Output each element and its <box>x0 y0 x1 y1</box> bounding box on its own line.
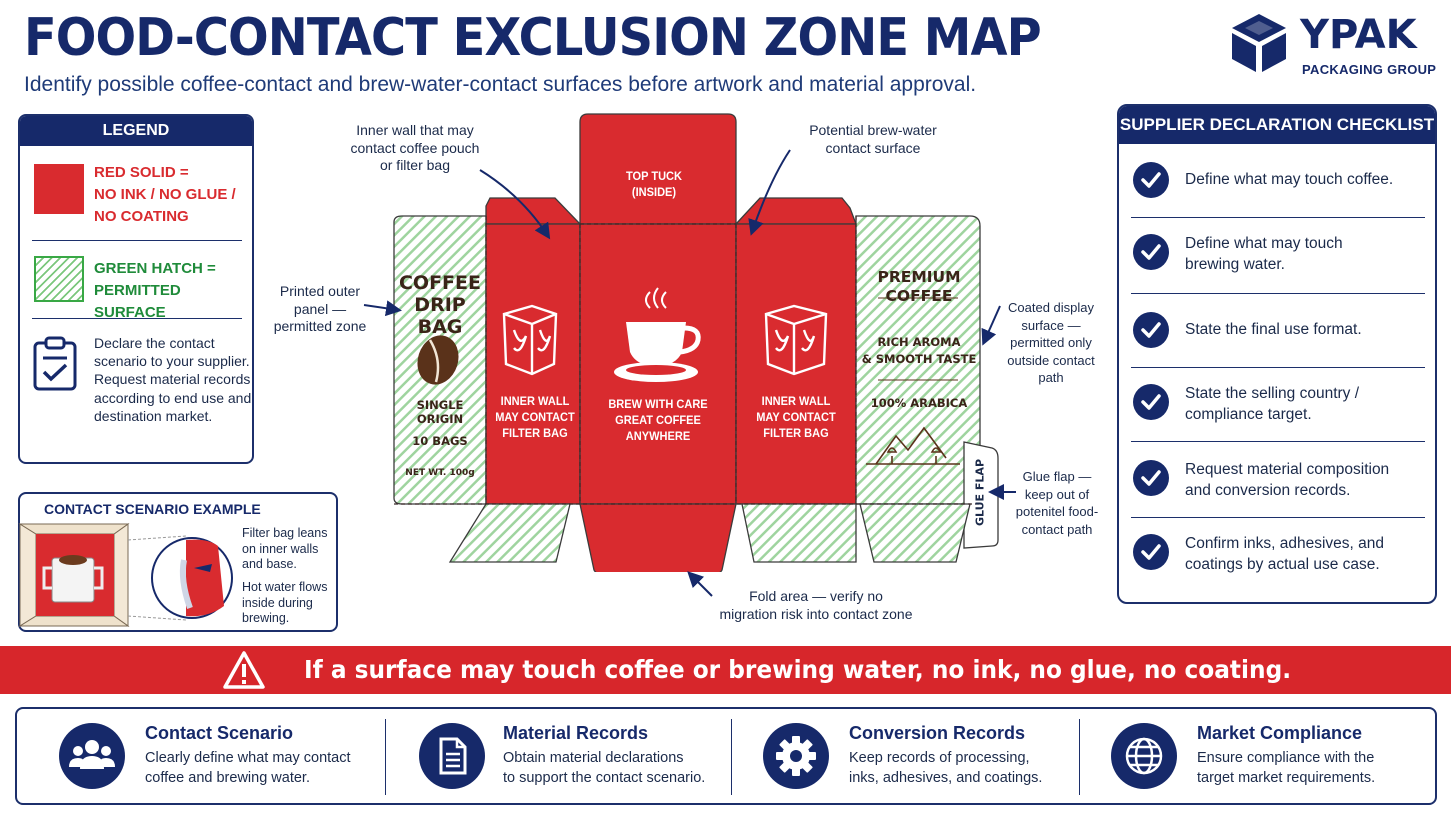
bottom-flap-3 <box>859 503 971 563</box>
coffee-cup-icon <box>614 287 701 382</box>
document-icon <box>419 723 485 789</box>
left-panel-bags: 10 BAGS <box>412 434 468 448</box>
legend-divider <box>32 318 242 319</box>
check-circle-icon <box>1133 534 1169 570</box>
drip-bag-icon-right <box>764 304 828 376</box>
dust-flap-right <box>734 197 857 225</box>
checklist-divider <box>1131 293 1425 294</box>
drip-bag-scenario-illustration <box>18 523 233 627</box>
footer-panel: Contact Scenario Clearly define what may… <box>15 707 1437 805</box>
right-outer-panel <box>855 215 981 505</box>
left-panel-net-weight: NET WT. 100g <box>405 468 475 478</box>
footer-market-title: Market Compliance <box>1197 723 1363 743</box>
page-subtitle: Identify possible coffee-contact and bre… <box>24 73 977 96</box>
footer-material-title: Material Records <box>503 723 649 743</box>
green-hatch-swatch <box>34 256 84 302</box>
check-circle-icon <box>1133 384 1169 420</box>
left-panel-origin: SINGLE ORIGIN <box>416 398 464 426</box>
legend-title: LEGEND <box>20 116 252 146</box>
checklist-divider <box>1131 367 1425 368</box>
mountain-landscape-icon <box>866 426 960 465</box>
check-circle-icon <box>1133 312 1169 348</box>
checklist-item: State the selling country /compliance ta… <box>1131 366 1425 442</box>
scenario-text-lean: Filter bag leans on inner walls and base… <box>242 526 328 571</box>
footer-conversion-title: Conversion Records <box>849 723 1026 743</box>
inner-wall-right <box>735 223 857 505</box>
footer-conversion-desc: Keep records of processing,inks, adhesiv… <box>849 750 1043 786</box>
coffee-bean-icon <box>417 335 459 385</box>
legend-panel: LEGEND RED SOLID =NO INK / NO GLUE /NO C… <box>18 114 254 464</box>
footer-divider <box>731 719 732 795</box>
scenario-panel: CONTACT SCENARIO EXAMPLE Filter bag lean… <box>18 492 338 632</box>
bottom-flap-2 <box>741 503 857 563</box>
red-solid-swatch <box>34 164 84 214</box>
glue-flap <box>963 441 999 549</box>
legend-note: Declare the contact scenario to your sup… <box>94 335 252 424</box>
carton-dieline <box>393 113 999 572</box>
checklist-divider <box>1131 517 1425 518</box>
legend-divider <box>32 240 242 241</box>
checklist-item: Define what may touch coffee. <box>1131 142 1425 218</box>
checklist-divider <box>1131 441 1425 442</box>
checklist-item-label: State the selling country /compliance ta… <box>1185 385 1360 423</box>
footer-divider <box>1079 719 1080 795</box>
gear-icon <box>763 723 829 789</box>
checklist-title: SUPPLIER DECLARATION CHECKLIST <box>1119 106 1435 144</box>
legend-green-text: GREEN HATCH =PERMITTED SURFACE <box>94 260 216 321</box>
footer-contact-title: Contact Scenario <box>145 723 294 743</box>
page-title: FOOD-CONTACT EXCLUSION ZONE MAP <box>24 8 1042 68</box>
drip-bag-icon-left <box>502 304 558 376</box>
checklist-item-label: State the final use format. <box>1185 321 1362 338</box>
right-panel-tagline: RICH AROMA& SMOOTH TASTE <box>861 335 977 366</box>
checklist-divider <box>1131 217 1425 218</box>
dust-flap-left <box>485 197 582 225</box>
clipboard-check-icon <box>33 336 77 391</box>
top-tuck-panel <box>579 113 737 225</box>
brand-name: YPAK <box>1300 12 1417 58</box>
check-circle-icon <box>1133 460 1169 496</box>
legend-red-text: RED SOLID =NO INK / NO GLUE /NO COATING <box>94 164 236 225</box>
bottom-flap-1 <box>448 503 571 563</box>
right-panel-arabica: 100% ARABICA <box>870 396 968 410</box>
bottom-flap-center <box>579 503 737 572</box>
scenario-title: CONTACT SCENARIO EXAMPLE <box>44 501 261 517</box>
top-tuck-label: TOP TUCK(INSIDE) <box>625 169 683 199</box>
check-circle-icon <box>1133 162 1169 198</box>
brand-subtitle: PACKAGING GROUP <box>1302 62 1437 77</box>
footer-divider <box>385 719 386 795</box>
check-circle-icon <box>1133 234 1169 270</box>
globe-icon <box>1111 723 1177 789</box>
checklist-item: State the final use format. <box>1131 292 1425 368</box>
glue-flap-label: GLUE FLAP <box>973 458 987 527</box>
warning-icon <box>223 651 265 689</box>
supplier-checklist-panel: SUPPLIER DECLARATION CHECKLIST <box>1117 104 1437 604</box>
warning-banner-text: If a surface may touch coffee or brewing… <box>304 655 1292 684</box>
scenario-text-flow: Hot water flows inside during brewing. <box>242 580 328 625</box>
checklist-items: Define what may touch coffee. Define what… <box>1117 142 1437 602</box>
ypak-logo-icon <box>1232 14 1286 72</box>
checklist-item-label: Define what may touch coffee. <box>1185 171 1394 188</box>
people-icon <box>59 723 125 789</box>
